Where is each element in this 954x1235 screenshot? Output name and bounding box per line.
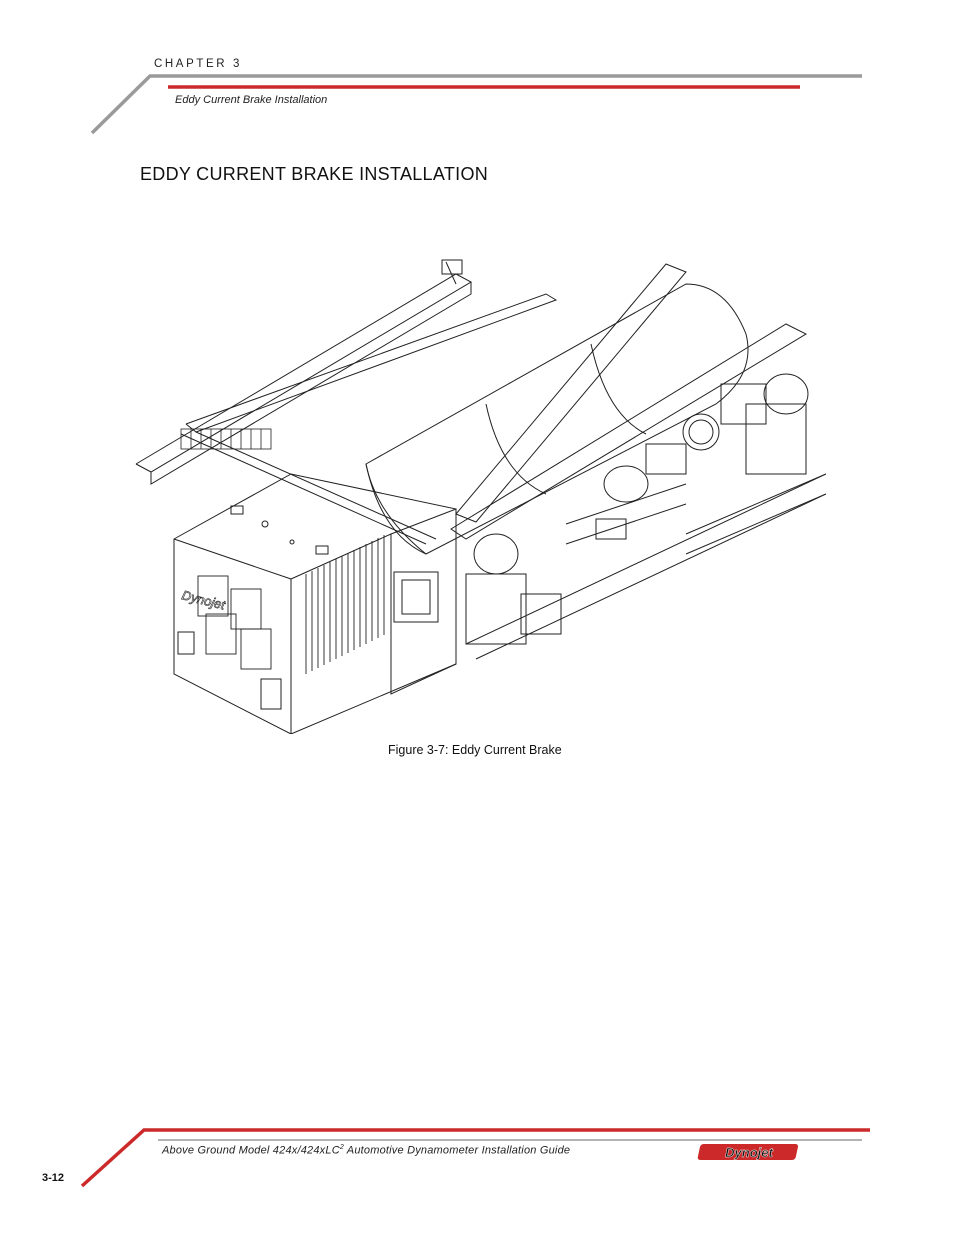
chapter-label: CHAPTER 3 (154, 58, 242, 70)
guide-title-prefix: Above Ground Model 424x/424xLC (162, 1144, 340, 1157)
footer-rule-decoration (80, 1128, 870, 1188)
guide-title: Above Ground Model 424x/424xLC2 Automoti… (162, 1144, 570, 1157)
header-rule-decoration (90, 74, 862, 135)
guide-title-suffix: Automotive Dynamometer Installation Guid… (343, 1144, 571, 1157)
guide-title-superscript: 2 (339, 1144, 344, 1151)
page-heading: EDDY CURRENT BRAKE INSTALLATION (140, 164, 489, 184)
eddy-current-brake-drawing: Dynojet (135, 259, 826, 734)
page-number: 3-12 (42, 1172, 65, 1184)
section-label: Eddy Current Brake Installation (175, 94, 328, 106)
cabinet-logo-lettering: Dynojet (180, 587, 228, 613)
figure-caption: Figure 3-7: Eddy Current Brake (388, 743, 562, 757)
dynojet-logo: Dynojet (697, 1144, 799, 1160)
svg-text:Dynojet: Dynojet (725, 1145, 773, 1160)
